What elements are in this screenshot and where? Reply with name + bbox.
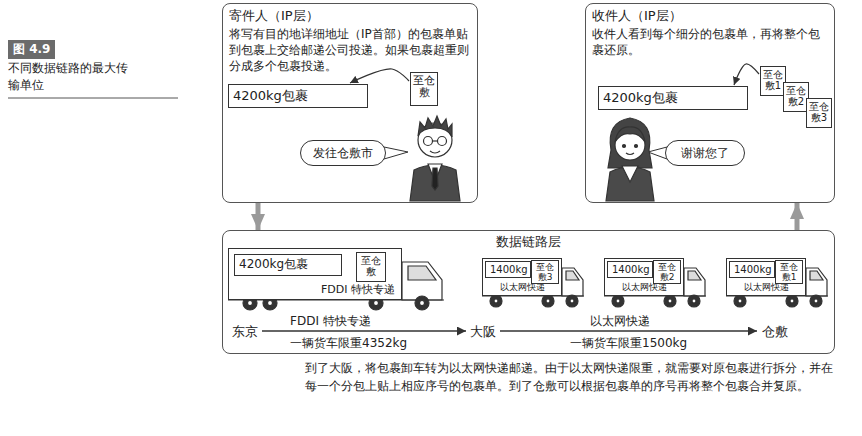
node-text: 至仓敷 — [359, 255, 383, 277]
node-text: 发往仓敷市 — [313, 145, 373, 162]
attach-arrow — [350, 69, 409, 83]
node-text: 1400kg — [612, 264, 650, 275]
node-text: 至仓敷1 — [763, 69, 783, 91]
panel-body: 收件人看到每个细分的包裹单，再将整个包裹还原。 — [586, 26, 834, 58]
weight-limit: 一辆货车限重1500kg — [570, 335, 687, 352]
address-tag: 至仓敷1 — [775, 260, 803, 284]
speech-bubble: 谢谢您了 — [665, 140, 745, 166]
parcel-box: 4200kg包裹 — [234, 254, 342, 276]
node-text: 4200kg包裹 — [603, 91, 678, 105]
attach-arrow — [734, 64, 759, 85]
parcel-box: 1400kg — [485, 261, 531, 278]
route-name: FDDI 特快专递 — [290, 313, 371, 330]
city-name: 大阪 — [470, 323, 496, 341]
weight-limit: 一辆货车限重4352kg — [290, 335, 407, 352]
flow-arrow — [256, 203, 261, 230]
node-text: 4200kg包裹 — [239, 258, 308, 271]
node-text: 至仓敷3 — [809, 101, 829, 123]
node-text: 1400kg — [490, 264, 528, 275]
speech-bubble: 发往仓敷市 — [300, 140, 386, 166]
node-text: 1400kg — [734, 264, 772, 275]
node-text: 至仓敷1 — [778, 263, 800, 283]
panel-heading: 寄件人（IP层） — [223, 4, 477, 26]
flow-arrow — [795, 203, 800, 230]
note-text: 到了大阪，将包裹卸车转为以太网快递邮递。由于以太网快递限重，就需要对原包裹进行拆… — [305, 359, 833, 395]
sender-panel: 寄件人（IP层）将写有目的地详细地址（IP首部）的包裹单贴到包裹上交给邮递公司投… — [222, 3, 478, 203]
address-tag: 至仓敷 — [356, 252, 386, 282]
address-tag: 至仓敷3 — [531, 260, 559, 284]
sender-figure — [410, 116, 460, 201]
address-tag: 至仓敷3 — [806, 98, 832, 128]
node-text: 至仓敷2 — [656, 263, 678, 283]
node-text: 至仓敷2 — [786, 85, 806, 107]
route-arrow — [262, 330, 466, 331]
truck-container: 以太网快递1400kg至仓敷2 — [604, 258, 684, 296]
figure-number: 图 4.9 — [8, 40, 55, 59]
truck-container: FDDI 特快专递 4200kg包裹 至仓敷 — [228, 248, 402, 300]
route-name: 以太网快递 — [590, 313, 650, 330]
panel-heading: 收件人（IP层） — [586, 4, 834, 26]
truck-container: 以太网快递1400kg至仓敷1 — [726, 258, 806, 296]
link-layer-panel: 数据链路层FDDI 特快专递4200kg包裹至仓敷以太网快递1400kg至仓敷3… — [222, 230, 835, 354]
route-arrow — [500, 330, 757, 331]
bubble-tail — [384, 147, 408, 159]
truck-container: 以太网快递1400kg至仓敷3 — [482, 258, 562, 296]
node-text: 至仓敷 — [413, 75, 435, 99]
node-text: 至仓敷3 — [534, 263, 556, 283]
city-name: 仓敷 — [762, 323, 788, 341]
parcel-box: 4200kg包裹 — [228, 84, 368, 108]
node-text: 谢谢您了 — [681, 145, 729, 162]
city-name: 东京 — [232, 323, 258, 341]
receiver-figure — [606, 118, 654, 201]
figure-caption: 不同数据链路的最大传输单位 — [8, 60, 136, 94]
node-text: FDDI 特快专递 — [321, 282, 395, 297]
receiver-panel: 收件人（IP层）收件人看到每个细分的包裹单，再将整个包裹还原。4200kg包裹至… — [585, 3, 835, 203]
address-tag: 至仓敷2 — [653, 260, 681, 284]
parcel-box: 4200kg包裹 — [598, 86, 748, 110]
parcel-box: 1400kg — [729, 261, 775, 278]
node-text: 4200kg包裹 — [233, 89, 308, 103]
parcel-box: 1400kg — [607, 261, 653, 278]
caption-rule — [8, 98, 178, 99]
address-tag: 至仓敷 — [410, 72, 438, 106]
panel-body: 将写有目的地详细地址（IP首部）的包裹单贴到包裹上交给邮递公司投递。如果包裹超重… — [223, 26, 477, 75]
